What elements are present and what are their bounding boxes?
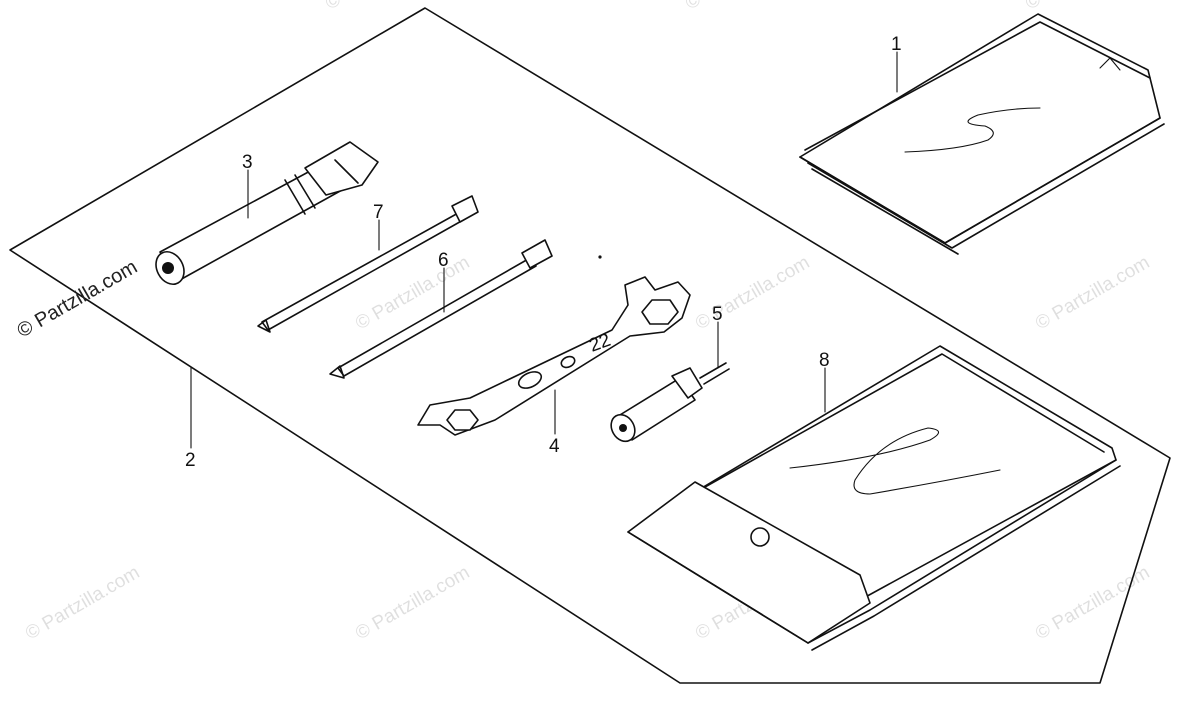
- callout-1: 1: [891, 34, 902, 55]
- watermark-text: © Partzilla.com: [692, 252, 813, 334]
- watermark-text: © Partzilla.com: [22, 562, 143, 644]
- watermark-text: © Partzilla.com: [1032, 562, 1153, 644]
- callout-3: 3: [242, 152, 253, 173]
- spark-plug-wrench: [155, 141, 379, 286]
- callout-4: 4: [549, 436, 560, 457]
- watermark-text: © Partzilla.com: [682, 0, 803, 14]
- leader-lines: [190, 51, 898, 449]
- callout-2: 2: [185, 450, 196, 471]
- callout-6: 6: [438, 250, 449, 271]
- flat-screwdriver: [257, 195, 479, 333]
- watermark-primary: © Partzilla.com: [14, 256, 142, 342]
- watermark-text: © Partzilla.com: [1022, 0, 1143, 14]
- manual-pouch: [799, 13, 1165, 255]
- watermark-text: © Partzilla.com: [1032, 252, 1153, 334]
- marker-dot: [598, 255, 602, 259]
- callout-7: 7: [373, 202, 384, 223]
- watermark-text: © Partzilla.com: [322, 0, 443, 14]
- callout-labels: 1 2 3 4 5 6 7 8: [185, 34, 902, 471]
- callout-5: 5: [712, 304, 723, 325]
- tool-tray-outline: [9, 7, 1171, 684]
- tool-bag: [627, 345, 1121, 651]
- callout-8: 8: [819, 350, 830, 371]
- screwdriver-grip: [610, 362, 730, 443]
- watermark-text: © Partzilla.com: [352, 562, 473, 644]
- phillips-screwdriver: [329, 239, 553, 379]
